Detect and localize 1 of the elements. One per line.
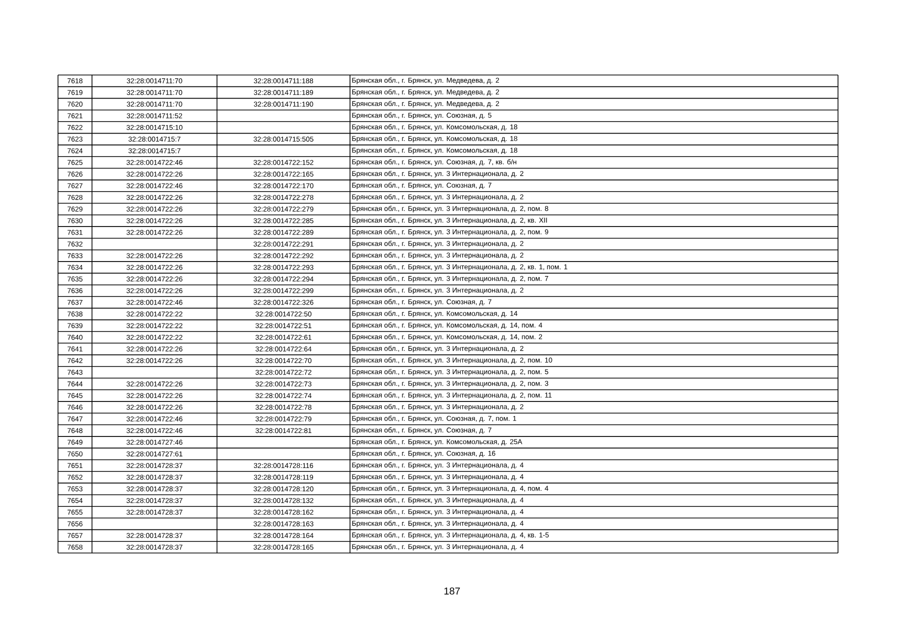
page-number: 187 — [444, 587, 460, 595]
